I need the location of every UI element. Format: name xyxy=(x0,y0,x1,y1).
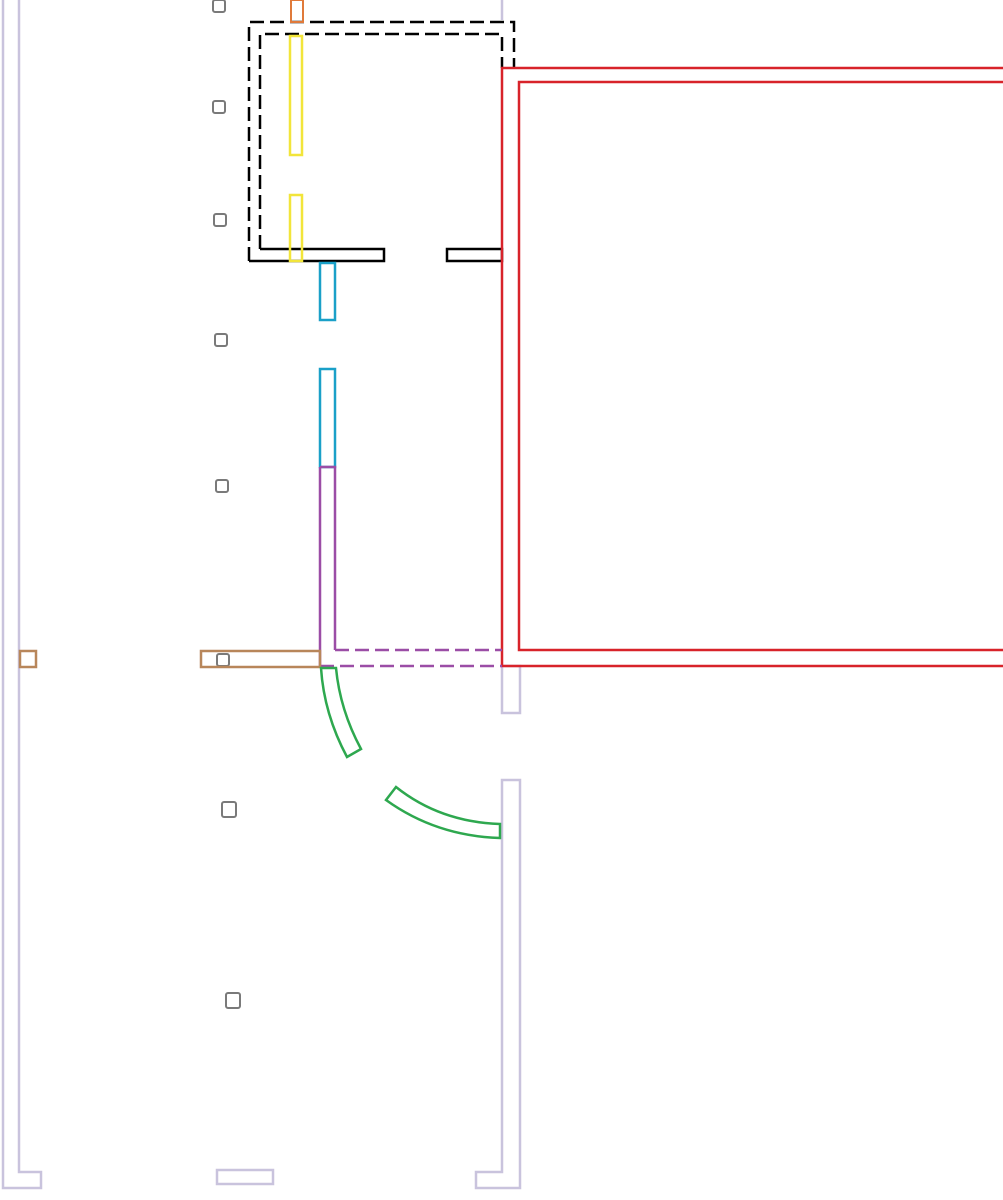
black-room-bottom-wall-left xyxy=(249,247,386,263)
column xyxy=(212,0,226,13)
orange-post xyxy=(290,0,304,23)
brown-beam xyxy=(18,649,38,669)
yellow-panels xyxy=(288,34,304,263)
column xyxy=(213,213,227,227)
yellow-panel xyxy=(288,34,304,157)
column xyxy=(214,333,228,347)
red-room xyxy=(500,66,1003,668)
column xyxy=(216,653,230,667)
black-room-dashed-outer xyxy=(247,20,516,261)
column xyxy=(221,801,237,818)
brown-beams xyxy=(18,649,322,669)
yellow-panel xyxy=(288,193,304,263)
red-room-outer-wall xyxy=(500,66,1003,668)
column xyxy=(212,100,226,114)
wall-stub-by-red-room xyxy=(500,664,522,715)
right-lower-wall xyxy=(474,778,522,1190)
black-room-bottom-wall-right xyxy=(445,247,504,263)
brown-beam xyxy=(199,649,322,669)
black-room-dashed-inner xyxy=(258,32,504,249)
purple-partition-vertical xyxy=(318,465,337,666)
outer-walls xyxy=(1,0,522,1190)
column xyxy=(215,479,229,493)
door-leaf-lower xyxy=(384,785,502,840)
bottom-sill xyxy=(215,1168,275,1186)
green-door-swing xyxy=(319,666,502,840)
columns xyxy=(212,0,241,1009)
purple-partition xyxy=(318,465,502,668)
left-outer-wall xyxy=(1,0,43,1190)
blue-partition xyxy=(318,261,337,469)
blue-partition-segment xyxy=(318,261,337,322)
red-room-inner-wall xyxy=(517,80,1003,652)
door-leaf-upper xyxy=(319,666,363,759)
blue-partition-segment xyxy=(318,367,337,469)
purple-partition-dashed xyxy=(320,648,502,668)
column xyxy=(225,992,241,1009)
